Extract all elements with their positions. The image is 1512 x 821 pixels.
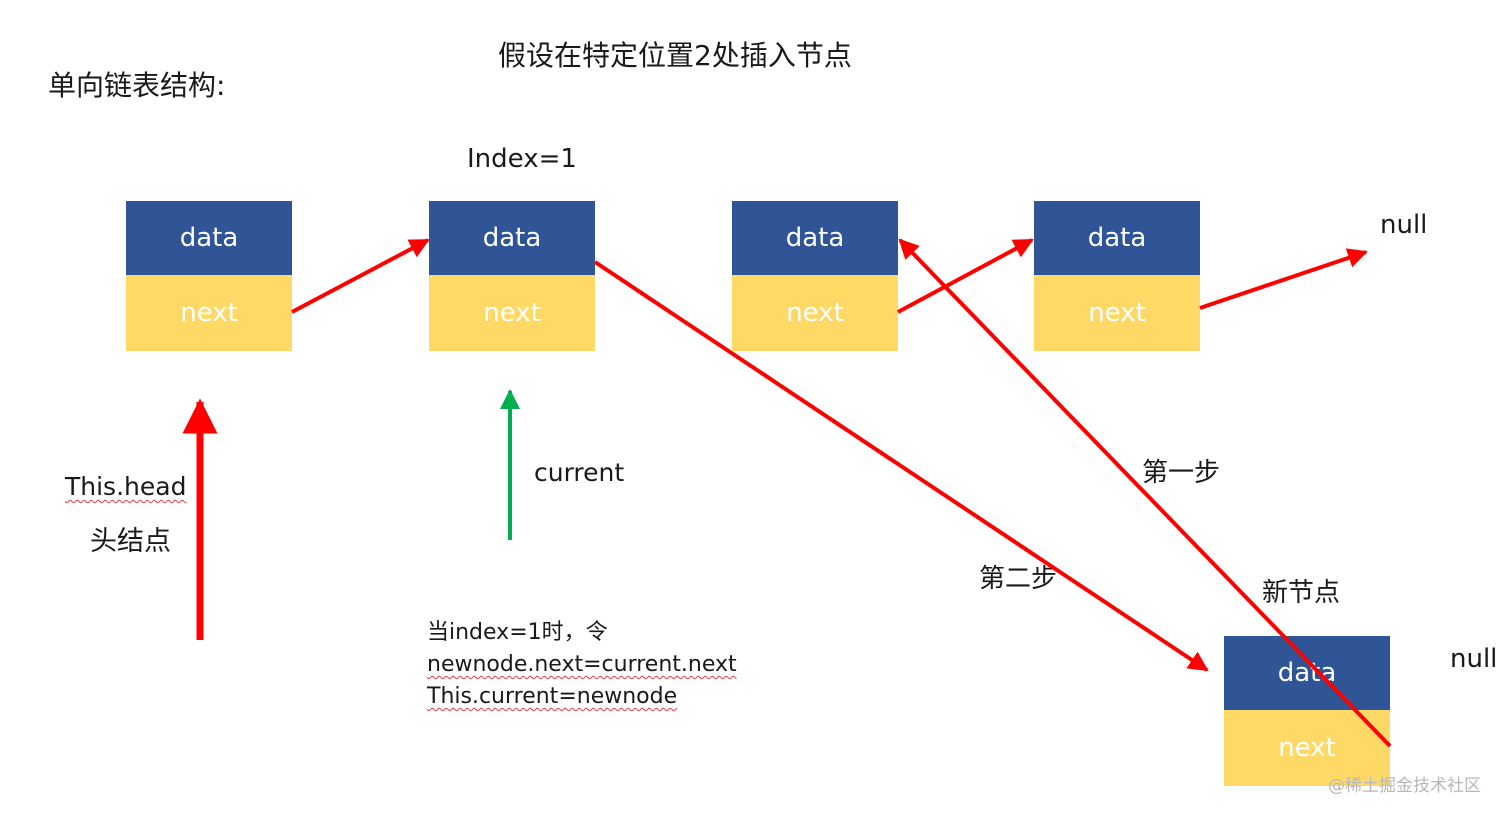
node-next-field: next	[429, 275, 595, 351]
list-node-1: data next	[126, 201, 292, 351]
list-node-2: data next	[429, 201, 595, 351]
node-next-field: next	[1034, 275, 1200, 351]
node-data-field: data	[126, 201, 292, 275]
head-pointer-label: This.head	[65, 472, 187, 501]
current-pointer-label: current	[534, 458, 625, 487]
step-two-label: 第二步	[979, 564, 1058, 594]
null-label-top: null	[1380, 210, 1428, 240]
diagram-title: 假设在特定位置2处插入节点	[498, 39, 852, 72]
link-arrow-3-4	[897, 238, 1034, 314]
link-arrow-1-2	[291, 238, 430, 314]
code-line: newnode.next=current.next	[427, 652, 737, 677]
list-node-4: data next	[1034, 201, 1200, 351]
head-node-label: 头结点	[90, 526, 171, 557]
index-label: Index=1	[467, 144, 577, 174]
code-annotation: 当index=1时，令 newnode.next=current.next Th…	[427, 618, 737, 714]
code-line: 当index=1时，令	[427, 620, 608, 645]
node-data-field: data	[429, 201, 595, 275]
code-line: This.current=newnode	[427, 684, 678, 709]
list-node-3: data next	[732, 201, 898, 351]
node-next-field: next	[1224, 710, 1390, 786]
link-arrow-4-null	[1199, 248, 1368, 310]
null-label-bottom: null	[1450, 644, 1498, 674]
new-node: data next	[1224, 636, 1390, 786]
new-node-label: 新节点	[1262, 578, 1341, 608]
watermark: @稀土掘金技术社区	[1328, 776, 1481, 796]
node-data-field: data	[732, 201, 898, 275]
section-heading: 单向链表结构:	[48, 69, 226, 102]
node-next-field: next	[732, 275, 898, 351]
node-data-field: data	[1224, 636, 1390, 710]
node-next-field: next	[126, 275, 292, 351]
step-one-label: 第一步	[1142, 458, 1221, 488]
node-data-field: data	[1034, 201, 1200, 275]
